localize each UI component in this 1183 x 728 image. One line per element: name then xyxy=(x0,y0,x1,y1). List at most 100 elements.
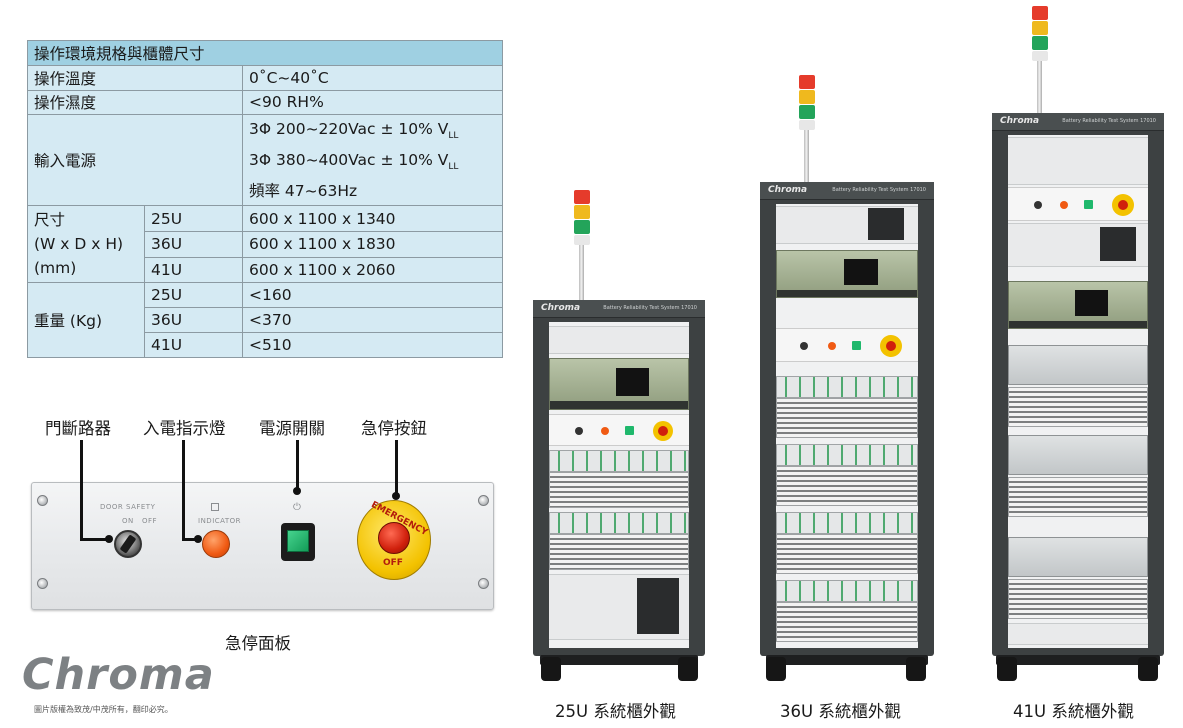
callout-line xyxy=(182,440,185,540)
size-label-1: 尺寸 xyxy=(34,211,66,230)
industrial-pc xyxy=(776,250,918,298)
tower-light-yellow-icon xyxy=(799,90,815,104)
load-unit xyxy=(776,398,918,438)
weight-model: 25U xyxy=(144,282,243,309)
load-unit xyxy=(1008,477,1148,517)
screw-icon xyxy=(478,495,489,506)
power-switch-button[interactable] xyxy=(281,523,315,561)
caster-wheel-icon xyxy=(1138,657,1158,681)
blank-panel xyxy=(549,326,689,354)
callout-line xyxy=(80,440,83,540)
tower-light-green-icon xyxy=(574,220,590,234)
industrial-pc xyxy=(1008,281,1148,329)
power-indicator-lamp xyxy=(202,530,230,558)
size-label-2: (W x D x H) xyxy=(34,235,124,254)
weight-label: 重量 (Kg) xyxy=(27,282,145,358)
table-row: 尺寸 (W x D x H) (mm) 25U 600 x 1100 x 134… xyxy=(27,205,503,284)
power-sub-2: LL xyxy=(448,162,459,173)
spec-table: 操作環境規格與櫃體尺寸 操作溫度 0˚C~40˚C 操作濕度 <90 RH% 輸… xyxy=(27,40,503,358)
table-row: 操作溫度 0˚C~40˚C xyxy=(27,64,503,91)
drawer-unit xyxy=(1008,435,1148,475)
cabinet-header: Chroma Battery Reliability Test System 1… xyxy=(992,113,1164,131)
control-panel xyxy=(776,328,918,362)
tower-light-cap-icon xyxy=(1032,51,1048,61)
power-symbol-icon: ⏻ xyxy=(293,502,301,513)
weight-value: <160 xyxy=(242,282,503,309)
chroma-logo: Chroma xyxy=(22,650,215,700)
table-row: 操作濕度 <90 RH% xyxy=(27,89,503,116)
callout-line xyxy=(296,440,299,490)
callout-power-indicator: 入電指示燈 xyxy=(143,419,226,438)
power-value: 3Φ 200~220Vac ± 10% VLL 3Φ 380~400Vac ± … xyxy=(242,114,503,207)
table-row: 36U <370 xyxy=(28,307,503,333)
emergency-stop-button[interactable] xyxy=(378,522,410,554)
tower-light-yellow-icon xyxy=(574,205,590,219)
tower-pole xyxy=(1037,60,1042,116)
size-value: 600 x 1100 x 1830 xyxy=(242,231,503,258)
control-panel xyxy=(1008,187,1148,221)
temp-value: 0˚C~40˚C xyxy=(242,64,503,91)
test-module xyxy=(549,450,689,472)
table-row: 重量 (Kg) 25U <160 xyxy=(27,282,503,358)
off-label: OFF xyxy=(142,517,158,525)
weight-value: <510 xyxy=(242,331,503,358)
copyright-notice: 圖片版權為致茂/中茂所有，翻印必究。 xyxy=(34,705,173,714)
callout-line xyxy=(80,538,108,541)
caster-wheel-icon xyxy=(906,657,926,681)
callout-door-breaker: 門斷路器 xyxy=(45,419,111,438)
cabinet-rack xyxy=(776,204,918,648)
cabinet-base xyxy=(996,655,1160,665)
power-sub-1: LL xyxy=(448,131,459,142)
panel-caption: 急停面板 xyxy=(225,634,291,653)
tower-pole xyxy=(804,128,809,184)
caster-wheel-icon xyxy=(766,657,786,681)
load-unit xyxy=(776,534,918,574)
on-label: ON xyxy=(122,517,134,525)
size-model: 41U xyxy=(144,256,243,284)
weight-model: 36U xyxy=(144,307,243,333)
screw-icon xyxy=(37,495,48,506)
cabinet-brand: Chroma xyxy=(1000,116,1040,126)
cabinet-base xyxy=(766,655,928,665)
temp-label: 操作溫度 xyxy=(27,64,243,91)
screw-icon xyxy=(478,578,489,589)
drawer-unit xyxy=(1008,345,1148,385)
tower-light-red-icon xyxy=(574,190,590,204)
size-model: 25U xyxy=(144,205,243,233)
power-module xyxy=(1100,227,1136,261)
test-module xyxy=(776,580,918,602)
humidity-label: 操作濕度 xyxy=(27,89,243,116)
door-safety-label: DOOR SAFETY xyxy=(100,503,156,511)
load-unit xyxy=(776,602,918,642)
callout-line xyxy=(395,440,398,495)
blank-panel xyxy=(1008,623,1148,645)
test-module xyxy=(776,512,918,534)
cabinet-header: Chroma Battery Reliability Test System 1… xyxy=(533,300,705,318)
callout-dot xyxy=(293,487,301,495)
tower-light-green-icon xyxy=(799,105,815,119)
test-module xyxy=(776,444,918,466)
cabinet-41u: Chroma Battery Reliability Test System 1… xyxy=(992,113,1164,656)
callout-line xyxy=(182,538,198,541)
cabinet-header: Chroma Battery Reliability Test System 1… xyxy=(760,182,934,200)
table-row: 輸入電源 3Φ 200~220Vac ± 10% VLL 3Φ 380~400V… xyxy=(27,114,503,207)
blank-panel xyxy=(1008,137,1148,185)
caption-41u: 41U 系統櫃外觀 xyxy=(1013,702,1134,721)
table-header-row: 操作環境規格與櫃體尺寸 xyxy=(27,40,503,66)
table-row: 41U 600 x 1100 x 2060 xyxy=(28,256,503,284)
cabinet-system-name: Battery Reliability Test System 17010 xyxy=(603,305,697,311)
cabinet-rack xyxy=(549,322,689,648)
size-label-3: (mm) xyxy=(34,259,77,278)
drawer-unit xyxy=(1008,537,1148,577)
load-unit xyxy=(1008,387,1148,427)
cabinet-system-name: Battery Reliability Test System 17010 xyxy=(832,187,926,193)
load-unit xyxy=(549,534,689,570)
tower-light-green-icon xyxy=(1032,36,1048,50)
cabinet-base xyxy=(540,655,698,665)
caster-wheel-icon xyxy=(541,657,561,681)
power-module xyxy=(637,578,679,634)
screw-icon xyxy=(37,578,48,589)
callout-power-switch: 電源開關 xyxy=(259,419,325,438)
caption-25u: 25U 系統櫃外觀 xyxy=(555,702,676,721)
cabinet-brand: Chroma xyxy=(768,185,808,195)
